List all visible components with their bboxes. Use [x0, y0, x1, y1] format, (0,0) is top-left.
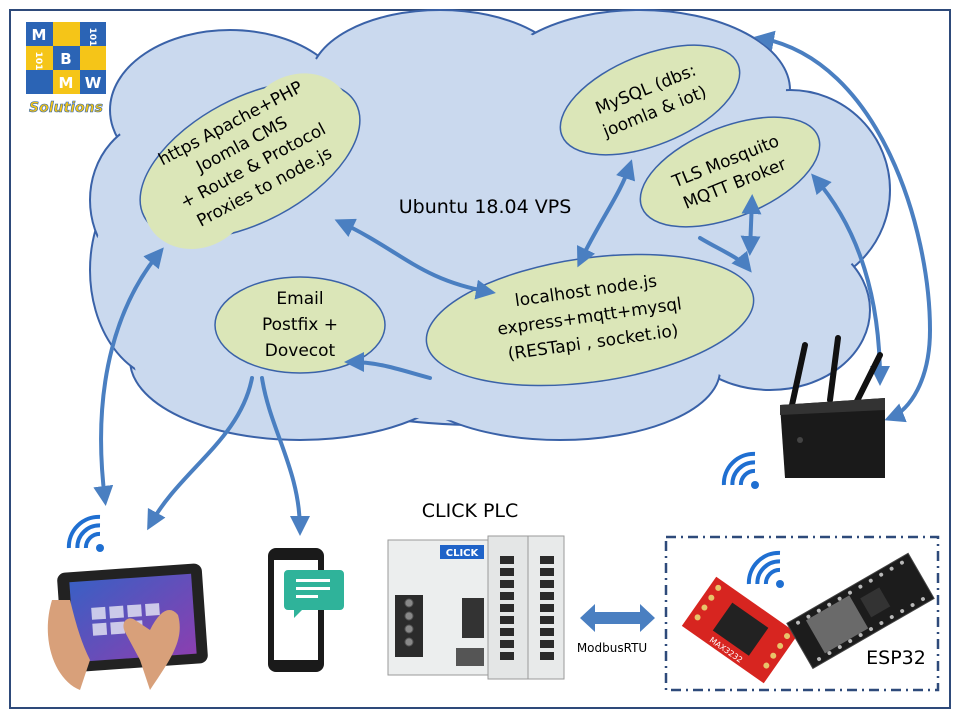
arrow-node-mqtt-vertical: [740, 194, 762, 256]
modbus-label: ModbusRTU: [577, 641, 647, 655]
email-cloud: Email Postfix + Dovecot: [214, 276, 386, 374]
plc-device: CLICK: [387, 535, 565, 680]
plc-brand: CLICK: [446, 548, 480, 559]
mbmw-logo: M B M W 101 101 Solutions: [26, 22, 106, 116]
arrow-web-node: [334, 218, 496, 300]
wifi-icon: [66, 514, 104, 552]
logo-letter-w: W: [85, 74, 102, 92]
logo-letter-b: B: [60, 50, 71, 68]
email-line-3: Dovecot: [265, 341, 336, 361]
message-icon: [284, 570, 344, 618]
tablet-icon: [47, 563, 208, 690]
arrow-mqtt-node: [698, 236, 752, 273]
logo-letter-m1: M: [32, 26, 47, 44]
email-line-2: Postfix +: [262, 315, 338, 335]
modbus-arrow: [580, 604, 655, 632]
max3232-board: MAX3232: [681, 576, 799, 684]
wifi-icon: [746, 550, 784, 588]
logo-tagline: Solutions: [29, 100, 103, 116]
outer-frame: [9, 9, 951, 709]
node-cloud: localhost node.js express+mqtt+mysql (RE…: [425, 253, 755, 387]
arrow-node-email: [344, 352, 432, 380]
wifi-icon: [721, 451, 759, 489]
arrow-cloud-router-outer: [754, 30, 933, 423]
logo-bits-left: 101: [33, 52, 43, 71]
esp32-group-box: [664, 535, 940, 692]
logo-letter-m2: M: [59, 74, 74, 92]
arrow-mqtt-router: [811, 173, 890, 386]
arrow-email-phone: [260, 376, 310, 536]
plc-label: CLICK PLC: [422, 500, 519, 522]
web-services-cloud: https Apache+PHP Joomla CMS + Route & Pr…: [139, 73, 361, 249]
router-icon: [780, 335, 885, 478]
arrow-node-mysql: [576, 159, 636, 268]
logo-bits-top: 101: [87, 28, 97, 47]
arrow-email-tablet: [147, 376, 254, 531]
esp32-board: [786, 552, 935, 670]
arrow-web-tablet: [93, 247, 164, 506]
cloud-label: Ubuntu 18.04 VPS: [399, 196, 572, 218]
email-line-1: Email: [276, 289, 323, 309]
phone-icon: [268, 548, 344, 672]
esp32-label: ESP32: [866, 647, 926, 669]
connection-arrows: [93, 30, 933, 536]
